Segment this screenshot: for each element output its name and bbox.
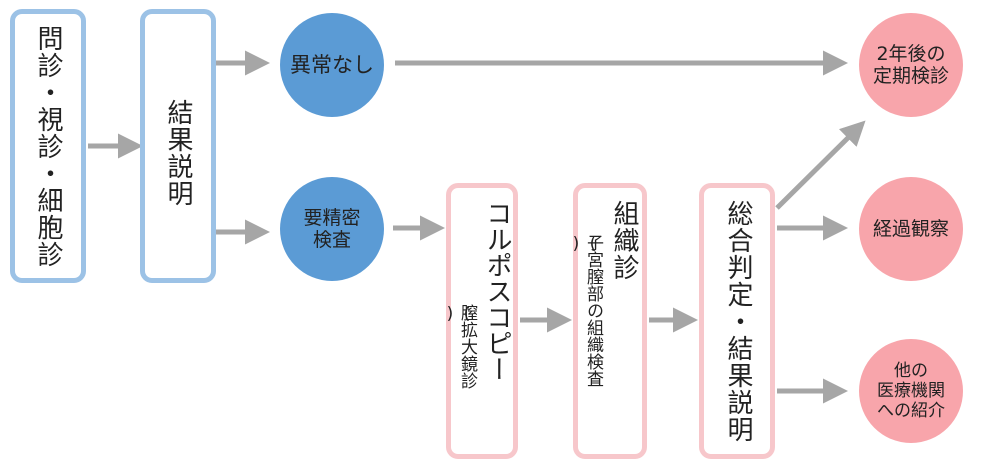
no-abnormality-circle: 異常なし <box>280 13 384 117</box>
observation-circle: 経過観察 <box>859 177 963 281</box>
further-exam-label-line1: 要精密 <box>303 206 361 229</box>
initial-exam-box: 問診・視診・細胞診 <box>10 9 86 283</box>
regular-checkup-label-line2: 定期検診 <box>872 65 949 87</box>
observation-label: 経過観察 <box>872 217 949 240</box>
referral-label-line1: 他の <box>894 360 928 381</box>
colposcopy-box: コルポスコピー ( 膣拡大鏡診 ) <box>440 183 518 459</box>
referral-label-line2: 医療機関 <box>877 380 945 401</box>
regular-checkup-label-line1: 2年後の <box>876 42 946 65</box>
final-judgment-label: 総合判定・結果説明 <box>723 200 753 443</box>
biopsy-sublabel: ( 子宮膣部の組織検査 ) <box>566 234 603 387</box>
initial-exam-label: 問診・視診・細胞診 <box>33 25 63 268</box>
final-judgment-box: 総合判定・結果説明 <box>699 183 775 459</box>
arrow-judgment-to-checkup <box>775 120 866 210</box>
colposcopy-sublabel-text: 膣拡大鏡診 <box>457 304 477 389</box>
biopsy-sublabel-text: 子宮膣部の組織検査 <box>583 234 603 387</box>
colposcopy-sublabel: ( 膣拡大鏡診 ) <box>440 304 477 389</box>
colposcopy-paren-open: ( <box>457 304 477 324</box>
further-exam-circle: 要精密 検査 <box>280 177 384 281</box>
biopsy-label: 組織診 <box>609 200 639 281</box>
biopsy-paren-close: ) <box>566 234 586 254</box>
colposcopy-label: コルポスコピー <box>482 200 512 382</box>
further-exam-label-line2: 検査 <box>312 229 351 251</box>
colposcopy-paren-close: ) <box>440 304 460 324</box>
referral-label-line3: への紹介 <box>877 401 945 422</box>
regular-checkup-circle: 2年後の 定期検診 <box>859 13 963 117</box>
referral-circle: 他の 医療機関 への紹介 <box>859 339 963 443</box>
no-abnormality-label: 異常なし <box>290 52 374 77</box>
biopsy-paren-open: ( <box>583 234 603 254</box>
result-explanation-label: 結果説明 <box>163 99 193 207</box>
result-explanation-box: 結果説明 <box>140 9 216 283</box>
biopsy-box: 組織診 ( 子宮膣部の組織検査 ) <box>566 183 647 459</box>
